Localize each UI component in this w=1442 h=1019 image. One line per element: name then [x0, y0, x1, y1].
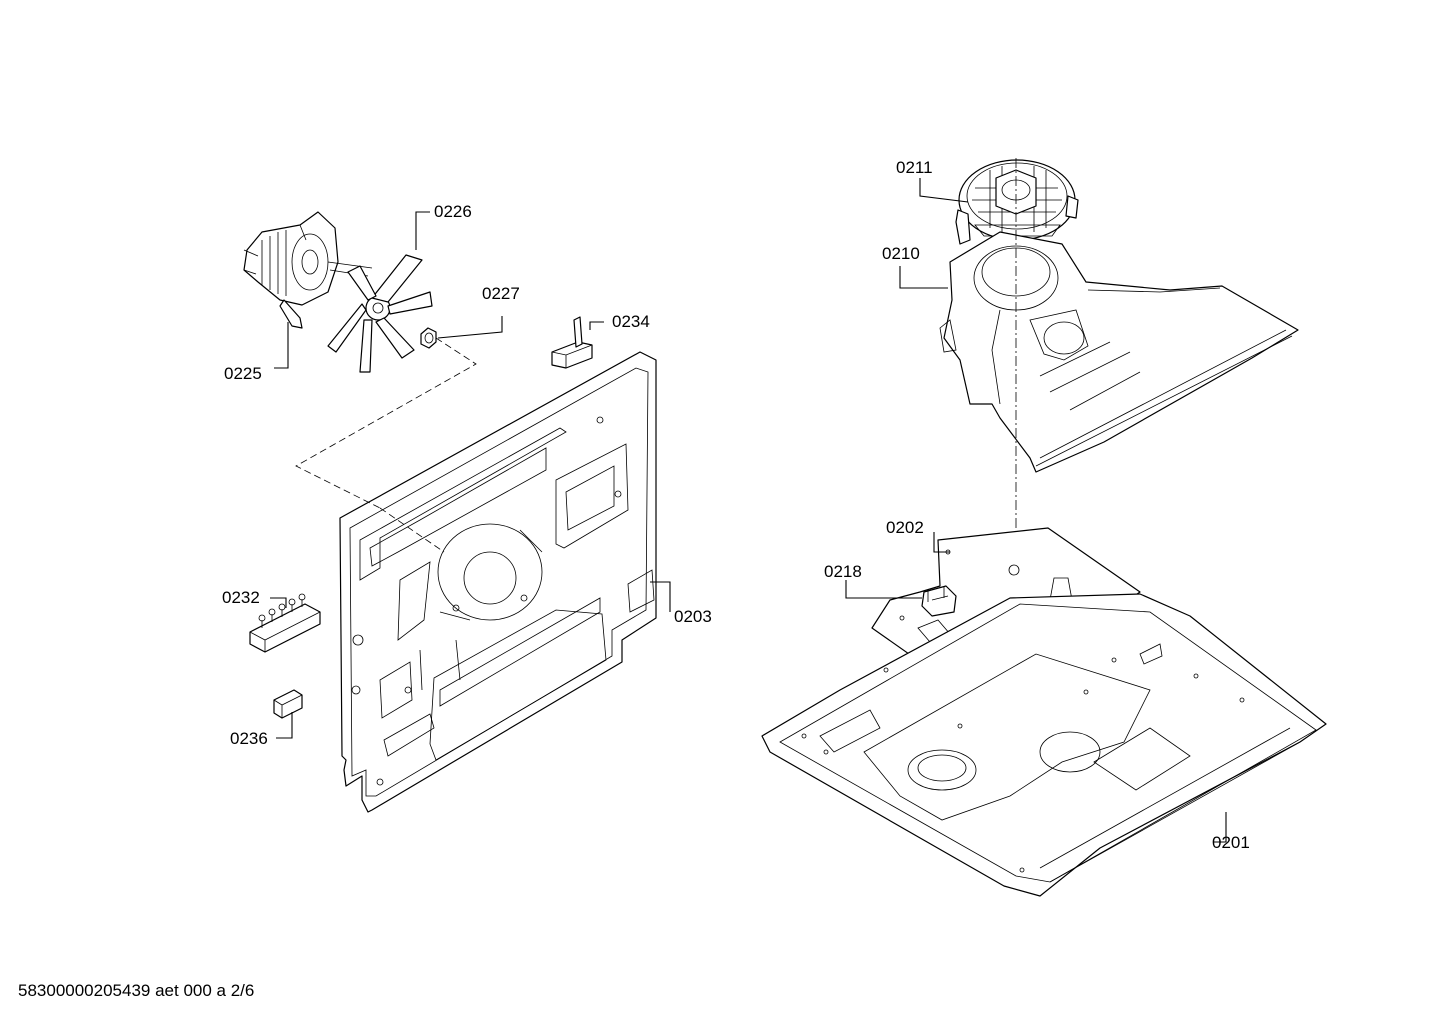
connector-0234-part[interactable] — [551, 316, 593, 369]
clip-0218-part[interactable] — [921, 585, 957, 617]
air-duct-part[interactable] — [939, 231, 1299, 473]
label-0202[interactable]: 0202 — [886, 518, 924, 537]
terminal-block-part[interactable] — [249, 593, 321, 653]
label-0227[interactable]: 0227 — [482, 284, 520, 303]
label-0226[interactable]: 0226 — [434, 202, 472, 221]
label-0210[interactable]: 0210 — [882, 244, 920, 263]
document-code-footer: 58300000205439 aet 000 a 2/6 — [18, 981, 255, 1000]
clip-0236-part[interactable] — [273, 689, 303, 719]
assembly-line-left — [295, 337, 477, 509]
fan-nut-part[interactable] — [420, 327, 437, 349]
assembly-line-fan — [379, 507, 445, 553]
base-plate-part[interactable] — [761, 593, 1327, 897]
label-0232[interactable]: 0232 — [222, 588, 260, 607]
back-wall-panel-part[interactable] — [339, 351, 657, 813]
fan-blade-part[interactable] — [327, 254, 433, 373]
label-0236[interactable]: 0236 — [230, 729, 268, 748]
label-0218[interactable]: 0218 — [824, 562, 862, 581]
leader-lines — [270, 178, 1227, 843]
fan-motor-part[interactable] — [243, 211, 373, 329]
radial-fan-wheel-part[interactable] — [955, 159, 1079, 245]
label-0234[interactable]: 0234 — [612, 312, 650, 331]
label-0211[interactable]: 0211 — [896, 158, 933, 177]
label-0225[interactable]: 0225 — [224, 364, 262, 383]
label-0201[interactable]: 0201 — [1212, 833, 1250, 852]
label-0203[interactable]: 0203 — [674, 607, 712, 626]
